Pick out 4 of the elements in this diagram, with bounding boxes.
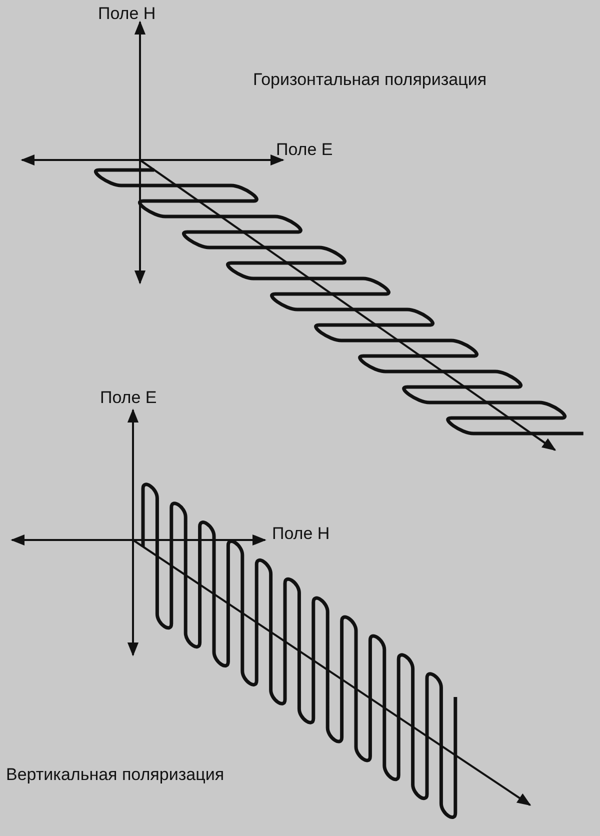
caption: Горизонтальная поляризация	[253, 70, 487, 90]
axis-label: Поле Е	[276, 140, 333, 160]
axis-label: Поле Н	[98, 4, 156, 24]
axis-label: Поле Е	[100, 388, 157, 408]
